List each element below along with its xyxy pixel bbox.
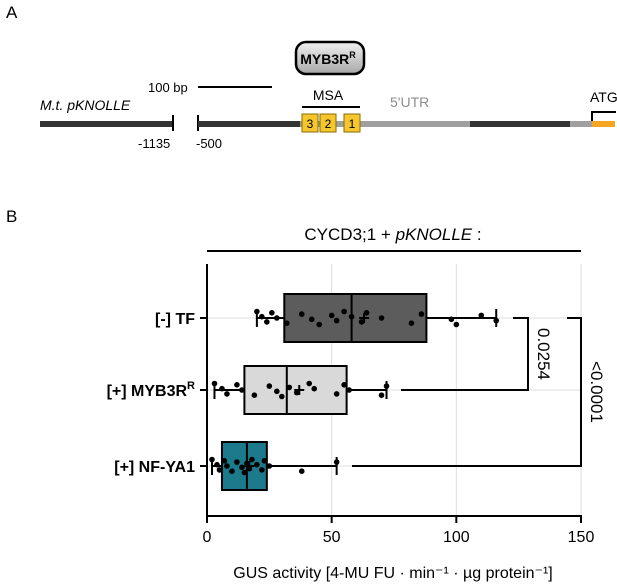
svg-text:1: 1: [349, 117, 356, 131]
point-1-5: [251, 392, 258, 399]
point-2-1: [214, 461, 220, 468]
point-1-6: [266, 383, 273, 389]
point-0-18: [448, 316, 455, 323]
point-2-0: [209, 456, 215, 463]
atg-label: ATG: [590, 89, 617, 105]
x-tick-label-150: 150: [568, 529, 595, 546]
point-2-17: [333, 459, 340, 465]
point-0-16: [408, 320, 415, 327]
point-2-7: [239, 464, 245, 471]
utr-segment-2: [570, 121, 592, 127]
point-0-12: [348, 313, 355, 320]
panel-label-a: A: [6, 3, 18, 22]
point-0-10: [333, 317, 340, 324]
point-2-5: [229, 468, 235, 475]
point-0-5: [283, 320, 290, 327]
point-0-7: [308, 316, 315, 323]
point-0-0: [254, 308, 260, 315]
x-tick-label-0: 0: [203, 529, 212, 546]
point-2-2: [216, 467, 223, 473]
point-0-13: [358, 319, 365, 325]
msa-label: MSA: [313, 87, 344, 103]
point-2-6: [234, 459, 240, 465]
msa-box-3: 3: [301, 113, 319, 133]
atg-arrow: [591, 111, 616, 124]
position-right: -500: [196, 136, 222, 151]
svg-text:3: 3: [307, 117, 314, 131]
point-1-16: [378, 392, 385, 399]
utr-segment: [300, 121, 470, 127]
point-2-15: [266, 463, 273, 469]
scale-bar-label: 100 bp: [148, 80, 188, 95]
point-0-19: [453, 321, 460, 328]
pvalue-2: <0.0001: [587, 361, 606, 423]
chart-title: CYCD3;1 + pKNOLLE :: [304, 225, 481, 244]
point-1-3: [234, 382, 240, 388]
point-0-11: [341, 308, 347, 315]
point-1-0: [211, 380, 218, 387]
point-1-2: [224, 391, 230, 397]
tf-box: [294, 40, 366, 76]
msa-box-1: 1: [343, 113, 361, 133]
point-2-16: [298, 468, 305, 475]
point-1-8: [279, 393, 285, 400]
plot-area: 0 50 100 150 [-] TF [+] MYB3RR [+] NF-YA1 0.025…: [107, 264, 606, 546]
point-2-4: [224, 463, 230, 469]
point-1-13: [333, 391, 340, 397]
point-0-9: [328, 312, 335, 319]
point-1-9: [286, 384, 293, 391]
point-1-12: [311, 385, 318, 392]
promoter-segment-1: [198, 121, 300, 127]
point-1-1: [219, 385, 225, 392]
significance-bracket-1: [401, 317, 529, 391]
point-2-14: [261, 458, 268, 464]
point-1-11: [306, 380, 313, 387]
point-0-4: [274, 315, 280, 321]
cds-segment: [592, 121, 615, 127]
point-0-14: [363, 310, 370, 316]
point-0-17: [418, 311, 425, 317]
panel-label-b: B: [6, 207, 17, 226]
point-2-8: [241, 469, 248, 476]
utr-label: 5'UTR: [390, 94, 429, 110]
point-2-13: [259, 467, 265, 473]
point-1-14: [341, 382, 347, 388]
point-2-9: [244, 460, 250, 467]
point-0-2: [264, 319, 270, 325]
box-0: [283, 293, 428, 343]
promoter-upstream: [40, 121, 173, 127]
tf-label: MYB3RR: [300, 50, 356, 67]
point-0-20: [478, 312, 485, 319]
category-label-2: [+] NF-YA1: [114, 459, 195, 476]
point-0-6: [298, 311, 305, 317]
promoter-segment-2: [470, 121, 570, 127]
point-0-8: [316, 321, 323, 328]
point-0-15: [378, 315, 385, 321]
position-left: -1135: [138, 136, 170, 151]
msa-box-2: 2: [319, 113, 337, 133]
point-2-12: [254, 461, 260, 468]
category-label-1: [+] MYB3RR: [107, 380, 195, 400]
category-label-0: [-] TF: [155, 311, 195, 328]
point-2-11: [249, 456, 255, 463]
svg-text:2: 2: [325, 117, 332, 131]
pvalue-1: 0.0254: [534, 328, 553, 380]
point-1-15: [346, 387, 352, 393]
point-1-10: [293, 389, 300, 396]
point-0-1: [259, 313, 265, 320]
point-0-3: [269, 310, 275, 316]
point-1-7: [274, 388, 280, 395]
point-2-3: [221, 458, 228, 464]
point-1-17: [383, 383, 390, 389]
significance-bracket-2: [352, 317, 582, 467]
point-1-4: [239, 387, 245, 393]
x-tick-label-50: 50: [323, 529, 341, 546]
promoter-label: M.t. pKNOLLE: [40, 97, 131, 113]
x-axis-label: GUS activity [4-MU FU · min⁻¹ · µg prote…: [233, 565, 552, 582]
point-0-21: [493, 317, 500, 324]
x-tick-label-100: 100: [443, 529, 470, 546]
